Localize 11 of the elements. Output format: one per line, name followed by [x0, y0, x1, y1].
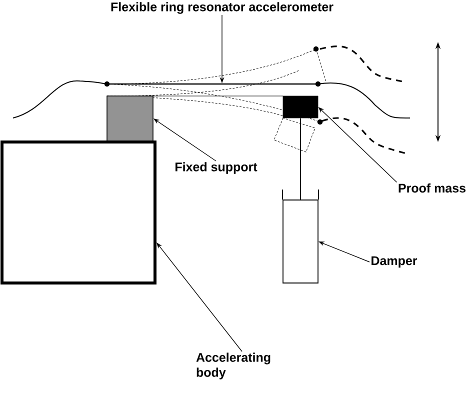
rod	[300, 118, 301, 200]
body-box	[0, 140, 156, 284]
mass-block	[282, 96, 318, 118]
leader-text: Flexible ring resonator accelerometer	[111, 2, 334, 14]
leader-text: Damper	[372, 256, 418, 268]
support-block	[106, 96, 154, 142]
leader-arrow	[156, 242, 242, 352]
leader-text: Accelerating body	[196, 352, 270, 380]
leader-text: Proof mass	[398, 183, 466, 193]
damper-cylinder	[282, 189, 319, 284]
leader-text: Fixed support	[176, 162, 258, 174]
